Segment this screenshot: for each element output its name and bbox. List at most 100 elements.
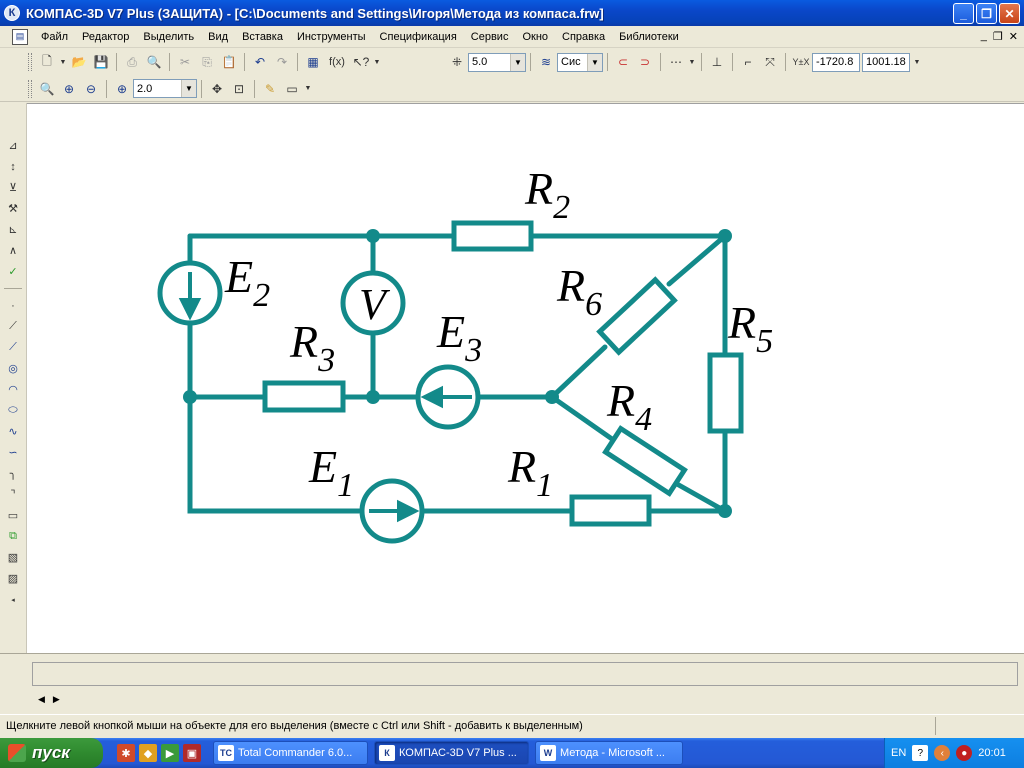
view-mode-icon[interactable]: ▭ xyxy=(286,81,298,96)
dropdown-arrow-icon[interactable]: ▼ xyxy=(913,58,921,66)
dropdown-arrow-icon[interactable]: ▼ xyxy=(59,58,67,66)
select-panel-icon[interactable]: ✓ xyxy=(8,266,18,278)
menu-help[interactable]: Справка xyxy=(562,30,606,43)
coord-x-field[interactable]: -1720.8 xyxy=(812,52,860,72)
point-icon[interactable]: · xyxy=(11,299,15,312)
doc-restore-icon[interactable]: ❐ xyxy=(992,31,1003,43)
restore-button[interactable]: ❐ xyxy=(976,3,997,24)
menu-select[interactable]: Выделить xyxy=(143,30,195,43)
menu-specification[interactable]: Спецификация xyxy=(379,30,457,43)
menu-service[interactable]: Сервис xyxy=(470,30,509,43)
segment-icon[interactable]: ⟋ xyxy=(9,341,17,353)
menu-view[interactable]: Вид xyxy=(208,30,229,43)
document-icon[interactable]: ▤ xyxy=(12,28,28,45)
language-indicator[interactable]: EN xyxy=(891,747,907,759)
minimize-button[interactable]: _ xyxy=(953,3,974,24)
doc-minimize-icon[interactable]: _ xyxy=(980,30,987,42)
bezier-icon[interactable]: ∿ xyxy=(8,426,18,438)
doc-close-icon[interactable]: ✕ xyxy=(1008,31,1018,43)
quick-launch-icon-1[interactable]: ✱ xyxy=(117,744,135,762)
chevron-down-icon[interactable]: ▼ xyxy=(587,53,602,71)
close-button[interactable]: ✕ xyxy=(999,3,1020,24)
auxiliary-line-icon[interactable]: ⟋ xyxy=(9,320,17,332)
pan-icon[interactable]: ✥ xyxy=(211,81,223,96)
grid-icon[interactable]: ⋯ xyxy=(670,55,682,69)
print-preview-icon[interactable]: 🔍 xyxy=(146,55,162,69)
task-word[interactable]: W Метода - Microsoft ... xyxy=(535,741,683,765)
ortho-mode-icon[interactable]: ⌐ xyxy=(744,55,752,69)
step-cursor-icon[interactable]: ⁜ xyxy=(451,55,463,69)
designations-panel-icon[interactable]: ⊻ xyxy=(8,182,18,194)
menu-window[interactable]: Окно xyxy=(522,30,549,43)
function-button[interactable]: f(x) xyxy=(329,56,345,68)
snap-global-icon[interactable]: ⊃ xyxy=(639,55,651,69)
nurbs-icon[interactable]: ∽ xyxy=(8,447,18,459)
copy-icon[interactable]: ⎘ xyxy=(202,54,212,69)
back-icon[interactable]: ‹ xyxy=(934,745,951,761)
scroll-more-icon[interactable]: ◂ xyxy=(11,596,15,604)
arc-icon[interactable]: ◠ xyxy=(8,384,18,396)
toolbar-grip[interactable] xyxy=(28,79,32,98)
paste-icon[interactable]: 📋 xyxy=(221,55,237,69)
refresh-icon[interactable]: ✎ xyxy=(264,81,276,96)
layers-icon[interactable]: ≋ xyxy=(540,55,552,69)
hatch-icon[interactable]: ▧ xyxy=(7,552,19,564)
help-icon[interactable]: ? xyxy=(912,745,929,761)
quick-launch-icon-2[interactable]: ◆ xyxy=(139,744,157,762)
step-combo[interactable]: 5.0 ▼ xyxy=(468,52,526,72)
geometry-panel-icon[interactable]: ⊿ xyxy=(8,140,18,152)
save-icon[interactable]: 💾 xyxy=(93,55,109,69)
menu-file[interactable]: Файл xyxy=(41,30,69,43)
chevron-down-icon[interactable]: ▼ xyxy=(181,80,196,97)
print-icon[interactable]: ⎙ xyxy=(127,54,137,69)
redo-icon[interactable]: ↷ xyxy=(276,55,288,69)
dropdown-arrow-icon[interactable]: ▼ xyxy=(373,58,381,66)
kompas-app-icon[interactable]: К xyxy=(4,5,20,21)
arrow-right-icon[interactable]: ▶ xyxy=(52,694,60,704)
manager-icon[interactable]: ▦ xyxy=(307,55,319,69)
coord-y-field[interactable]: 1001.18 xyxy=(862,52,910,72)
chamfer-icon[interactable]: ⌝ xyxy=(10,489,16,501)
task-kompas[interactable]: К КОМПАС-3D V7 Plus ... xyxy=(374,741,529,765)
ellipse-icon[interactable]: ⬭ xyxy=(8,404,18,416)
quick-launch-icon-3[interactable]: ▶ xyxy=(161,744,179,762)
zoom-window-icon[interactable]: 🔍 xyxy=(39,81,55,96)
property-field[interactable] xyxy=(32,662,1018,686)
circle-icon[interactable]: ◎ xyxy=(8,363,18,375)
zoom-scale-icon[interactable]: ⊕ xyxy=(116,81,128,96)
new-document-icon[interactable]: 🗋 xyxy=(42,53,52,68)
fill-icon[interactable]: ▨ xyxy=(7,573,19,585)
snap-magnet-icon[interactable]: ⊂ xyxy=(617,55,629,69)
editing-panel-icon[interactable]: ⚒ xyxy=(8,203,18,215)
drawing-canvas[interactable]: R2 E2 V R6 R5 R3 E3 R4 E1 R1 xyxy=(27,103,1024,653)
antivirus-icon[interactable]: ● xyxy=(956,745,973,761)
menu-editor[interactable]: Редактор xyxy=(82,30,130,43)
coordinate-system-combo[interactable]: Сис ▼ xyxy=(557,52,603,72)
rectangle-icon[interactable]: ▭ xyxy=(7,510,19,522)
toolbar-grip[interactable] xyxy=(28,53,32,71)
fillet-icon[interactable]: ╮ xyxy=(9,468,17,480)
chevron-down-icon[interactable]: ▼ xyxy=(510,53,525,71)
zoom-out-icon[interactable]: ⊖ xyxy=(85,81,97,96)
local-cs-icon[interactable]: ⊥ xyxy=(711,55,723,69)
dropdown-arrow-icon[interactable]: ▼ xyxy=(304,85,312,92)
cursor-mode-icon[interactable]: ⤧ xyxy=(765,54,775,69)
show-all-icon[interactable]: ⊡ xyxy=(233,81,245,96)
dimensions-panel-icon[interactable]: ↕ xyxy=(10,160,16,173)
undo-icon[interactable]: ↶ xyxy=(254,55,266,69)
measure-panel-icon[interactable]: ∧ xyxy=(8,245,18,257)
start-button[interactable]: пуск xyxy=(0,738,103,768)
task-total-commander[interactable]: TC Total Commander 6.0... xyxy=(213,741,368,765)
contour-icon[interactable]: ⧉ xyxy=(9,530,17,542)
parametrization-panel-icon[interactable]: ⊾ xyxy=(8,224,18,236)
help-pointer-icon[interactable]: ↖? xyxy=(352,55,370,69)
cut-icon[interactable]: ✂ xyxy=(179,55,191,69)
dropdown-arrow-icon[interactable]: ▼ xyxy=(688,58,696,66)
arrow-left-icon[interactable]: ◀ xyxy=(38,694,45,704)
zoom-combo[interactable]: 2.0 ▼ xyxy=(133,79,197,98)
menu-libraries[interactable]: Библиотеки xyxy=(619,30,679,43)
open-folder-icon[interactable]: 📂 xyxy=(71,55,87,69)
menu-insert[interactable]: Вставка xyxy=(242,30,283,43)
quick-launch-icon-4[interactable]: ▣ xyxy=(183,744,201,762)
zoom-in-icon[interactable]: ⊕ xyxy=(63,81,75,96)
